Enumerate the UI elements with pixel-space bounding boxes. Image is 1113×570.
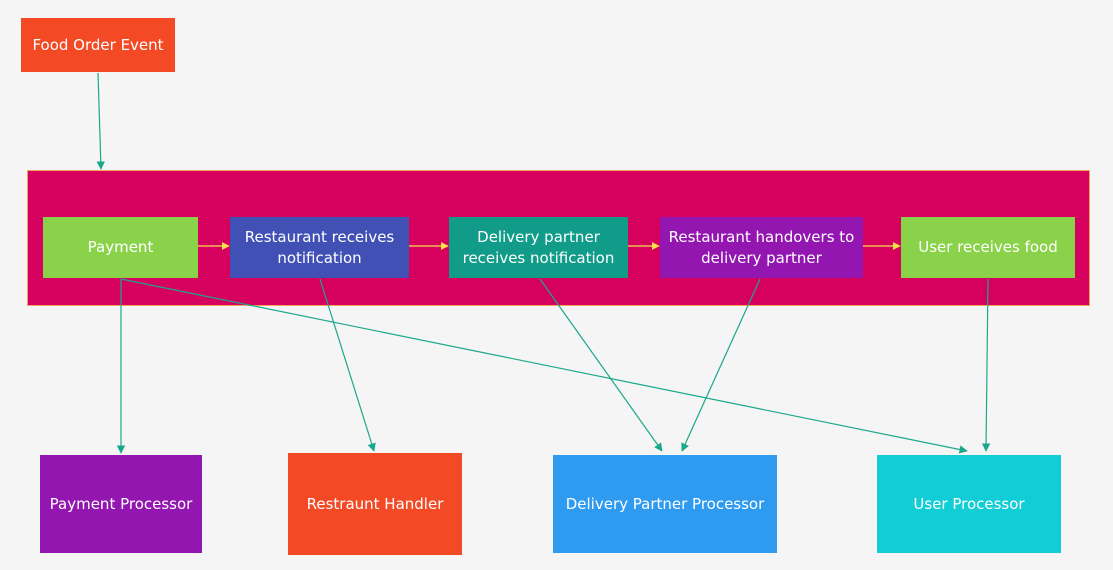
node-restaurant-receives-notification[interactable]: Restaurant receives notification bbox=[230, 217, 409, 278]
node-label: User Processor bbox=[913, 494, 1025, 513]
node-restaurant-handovers[interactable]: Restaurant handovers to delivery partner bbox=[660, 217, 863, 278]
node-label: Delivery partner receives notification bbox=[462, 228, 615, 267]
node-label: Food Order Event bbox=[32, 35, 164, 54]
node-label: Restraunt Handler bbox=[306, 494, 444, 513]
node-payment[interactable]: Payment bbox=[43, 217, 198, 278]
node-label: Restaurant handovers to delivery partner bbox=[668, 228, 855, 267]
node-delivery-partner-receives-notification[interactable]: Delivery partner receives notification bbox=[449, 217, 628, 278]
node-label: Restaurant receives notification bbox=[244, 228, 395, 267]
node-user-receives-food[interactable]: User receives food bbox=[901, 217, 1075, 278]
edge-food-order-to-container bbox=[96, 72, 105, 170]
node-payment-processor[interactable]: Payment Processor bbox=[40, 455, 202, 553]
node-food-order-event[interactable]: Food Order Event bbox=[21, 18, 175, 72]
node-user-processor[interactable]: User Processor bbox=[877, 455, 1061, 553]
node-restraunt-handler[interactable]: Restraunt Handler bbox=[288, 453, 462, 555]
node-label: Payment Processor bbox=[49, 494, 193, 513]
node-delivery-partner-processor[interactable]: Delivery Partner Processor bbox=[553, 455, 777, 553]
node-label: Delivery Partner Processor bbox=[565, 494, 765, 513]
node-label: User receives food bbox=[918, 238, 1058, 257]
node-label: Payment bbox=[87, 238, 154, 257]
